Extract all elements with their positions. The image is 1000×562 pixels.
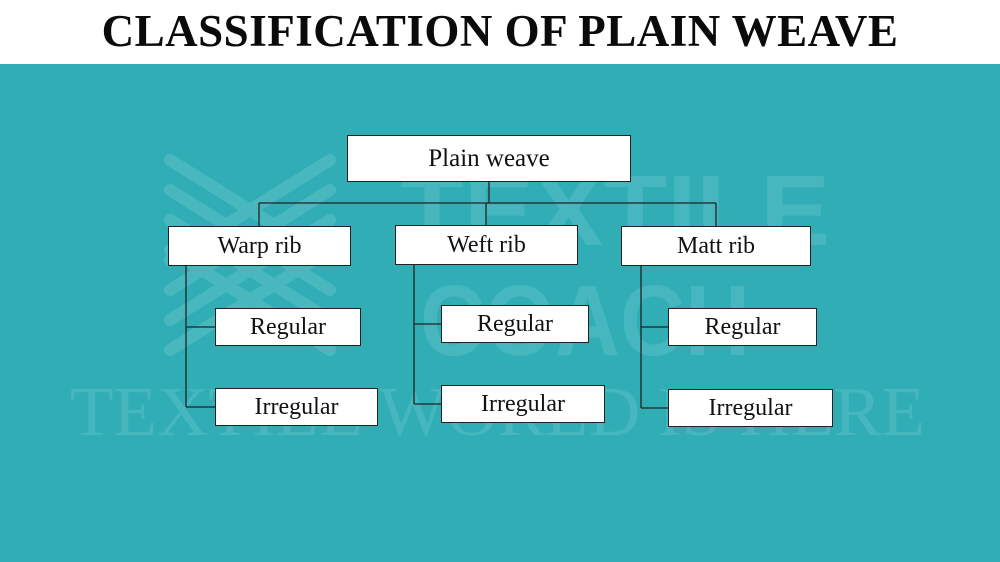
- node-warp-rib: Warp rib: [168, 226, 351, 266]
- warp-rib-branch: [185, 266, 215, 408]
- node-weft-rib: Weft rib: [395, 225, 578, 265]
- matt-rib-branch: [640, 266, 668, 409]
- weft-rib-branch: [413, 265, 441, 405]
- node-matt-rib-regular: Regular: [668, 308, 817, 346]
- node-weft-rib-irregular: Irregular: [441, 385, 605, 423]
- node-matt-rib: Matt rib: [621, 226, 811, 266]
- node-weft-rib-regular: Regular: [441, 305, 589, 343]
- node-warp-rib-regular: Regular: [215, 308, 361, 346]
- node-warp-rib-irregular: Irregular: [215, 388, 378, 426]
- header-band: [0, 0, 1000, 64]
- node-matt-rib-irregular: Irregular: [668, 389, 833, 427]
- node-plain-weave: Plain weave: [347, 135, 631, 182]
- page-title: CLASSIFICATION OF PLAIN WEAVE: [101, 6, 899, 56]
